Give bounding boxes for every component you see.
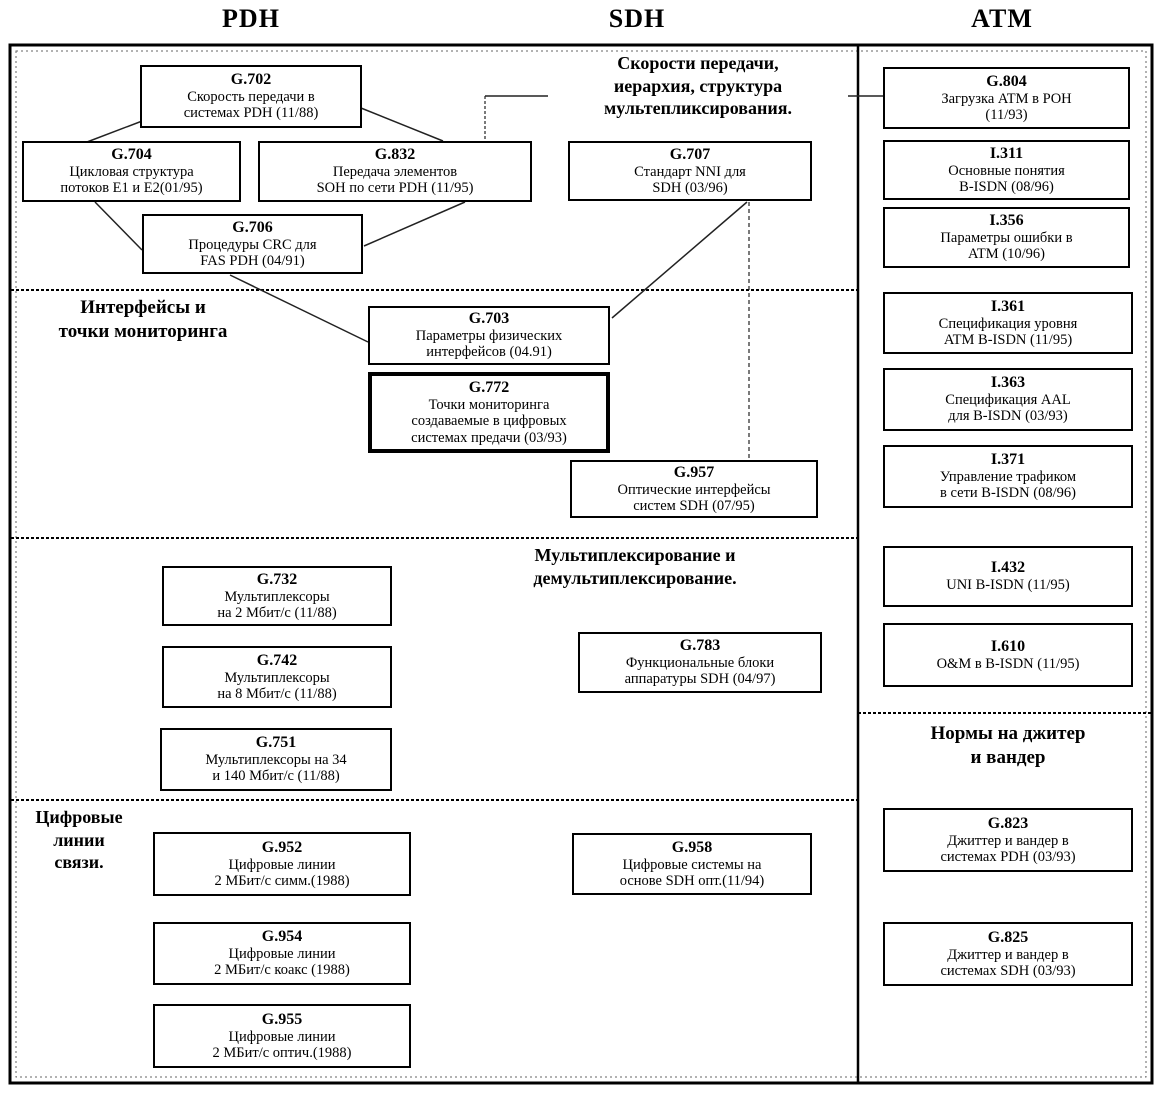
box-g832: G.832 Передача элементов SOH по сети PDH… bbox=[258, 141, 532, 202]
box-g772-title: G.772 bbox=[468, 379, 510, 397]
box-g804-title: G.804 bbox=[986, 72, 1027, 90]
box-i356: I.356 Параметры ошибки в ATM (10/96) bbox=[883, 207, 1130, 268]
box-i432-body: UNI B-ISDN (11/95) bbox=[946, 577, 1070, 594]
box-g707: G.707 Стандарт NNI для SDH (03/96) bbox=[568, 141, 812, 201]
box-g825-title: G.825 bbox=[987, 928, 1029, 946]
box-g702-title: G.702 bbox=[230, 71, 272, 89]
box-g783-body: Функциональные блоки аппаратуры SDH (04/… bbox=[624, 655, 776, 688]
box-g742-body: Мультиплексоры на 8 Мбит/с (11/88) bbox=[217, 669, 337, 702]
box-g955-body: Цифровые линии 2 МБит/с оптич.(1988) bbox=[212, 1028, 352, 1061]
box-g772-body: Точки мониторинга создаваемые в цифровых… bbox=[411, 397, 567, 446]
column-header-pdh: PDH bbox=[222, 4, 280, 33]
box-g823-body: Джиттер и вандер в системах PDH (03/93) bbox=[940, 832, 1076, 865]
box-g825: G.825 Джиттер и вандер в системах SDH (0… bbox=[883, 922, 1133, 986]
box-g704-title: G.704 bbox=[111, 146, 152, 164]
box-g742: G.742 Мультиплексоры на 8 Мбит/с (11/88) bbox=[162, 646, 392, 708]
box-g958-body: Цифровые системы на основе SDH опт.(11/9… bbox=[619, 856, 765, 889]
label-mux: Мультиплексирование и демультиплексирова… bbox=[533, 545, 737, 588]
box-g732-title: G.732 bbox=[256, 570, 298, 588]
wire-g832-g706 bbox=[363, 201, 466, 247]
box-i361-body: Спецификация уровня ATM B-ISDN (11/95) bbox=[938, 315, 1078, 348]
wire-g702-g704 bbox=[86, 117, 151, 143]
box-i371: I.371 Управление трафиком в сети B-ISDN … bbox=[883, 445, 1133, 508]
box-g954-title: G.954 bbox=[261, 928, 303, 946]
column-header-atm: ATM bbox=[971, 4, 1033, 33]
box-g703-title: G.703 bbox=[468, 310, 510, 328]
box-g952-body: Цифровые линии 2 МБит/с симм.(1988) bbox=[214, 856, 350, 889]
box-g742-title: G.742 bbox=[256, 651, 298, 669]
box-g706-body: Процедуры CRC для FAS PDH (04/91) bbox=[188, 236, 317, 269]
box-g751: G.751 Мультиплексоры на 34 и 140 Мбит/с … bbox=[160, 728, 392, 791]
box-g958-title: G.958 bbox=[671, 838, 713, 856]
box-i361: I.361 Спецификация уровня ATM B-ISDN (11… bbox=[883, 292, 1133, 354]
box-g704: G.704 Цикловая структура потоков E1 и E2… bbox=[22, 141, 241, 202]
box-g772: G.772 Точки мониторинга создаваемые в ци… bbox=[368, 372, 610, 453]
box-g954: G.954 Цифровые линии 2 МБит/с коакс (198… bbox=[153, 922, 411, 985]
box-g703-body: Параметры физических интерфейсов (04.91) bbox=[415, 328, 563, 361]
box-g783: G.783 Функциональные блоки аппаратуры SD… bbox=[578, 632, 822, 693]
box-g702-body: Скорость передачи в системах PDH (11/88) bbox=[183, 89, 319, 122]
box-i361-title: I.361 bbox=[990, 297, 1026, 315]
box-g832-body: Передача элементов SOH по сети PDH (11/9… bbox=[316, 164, 474, 197]
box-i311-body: Основные понятия B-ISDN (08/96) bbox=[948, 162, 1065, 195]
box-g957: G.957 Оптические интерфейсы систем SDH (… bbox=[570, 460, 818, 518]
box-g706: G.706 Процедуры CRC для FAS PDH (04/91) bbox=[142, 214, 363, 274]
box-g751-title: G.751 bbox=[255, 734, 297, 752]
box-g955: G.955 Цифровые линии 2 МБит/с оптич.(198… bbox=[153, 1004, 411, 1068]
label-norms: Нормы на джитер и вандер bbox=[930, 723, 1086, 768]
box-i432-title: I.432 bbox=[990, 559, 1026, 577]
box-g952: G.952 Цифровые линии 2 МБит/с симм.(1988… bbox=[153, 832, 411, 896]
box-g955-title: G.955 bbox=[261, 1010, 303, 1028]
box-g732: G.732 Мультиплексоры на 2 Мбит/с (11/88) bbox=[162, 566, 392, 626]
box-i610-body: O&M в B-ISDN (11/95) bbox=[936, 655, 1080, 672]
box-i356-title: I.356 bbox=[989, 212, 1024, 230]
box-g823: G.823 Джиттер и вандер в системах PDH (0… bbox=[883, 808, 1133, 872]
box-g704-body: Цикловая структура потоков E1 и E2(01/95… bbox=[60, 164, 203, 197]
box-i311: I.311 Основные понятия B-ISDN (08/96) bbox=[883, 140, 1130, 200]
box-g825-body: Джиттер и вандер в системах SDH (03/93) bbox=[940, 946, 1076, 979]
box-i356-body: Параметры ошибки в ATM (10/96) bbox=[940, 230, 1073, 263]
box-i432: I.432 UNI B-ISDN (11/95) bbox=[883, 546, 1133, 607]
wire-g702-g832 bbox=[355, 105, 444, 142]
inner-dotted-border bbox=[15, 50, 1147, 1078]
label-interfaces: Интерфейсы и точки мониторинга bbox=[58, 297, 228, 342]
box-g958: G.958 Цифровые системы на основе SDH опт… bbox=[572, 833, 812, 895]
box-g706-title: G.706 bbox=[232, 218, 273, 236]
wire-g704-g706 bbox=[94, 201, 143, 251]
box-g957-body: Оптические интерфейсы систем SDH (07/95) bbox=[617, 481, 771, 514]
box-i610: I.610 O&M в B-ISDN (11/95) bbox=[883, 623, 1133, 687]
box-g823-title: G.823 bbox=[987, 814, 1029, 832]
box-i371-title: I.371 bbox=[990, 451, 1026, 469]
box-g707-title: G.707 bbox=[669, 145, 711, 163]
column-header-sdh: SDH bbox=[608, 4, 666, 33]
box-i363-body: Спецификация AAL для B-ISDN (03/93) bbox=[945, 392, 1071, 425]
box-g732-body: Мультиплексоры на 2 Мбит/с (11/88) bbox=[217, 588, 337, 621]
box-g703: G.703 Параметры физических интерфейсов (… bbox=[368, 306, 610, 365]
box-g804-body: Загрузка ATM в POH (11/93) bbox=[941, 90, 1072, 123]
wire-g706-g703 bbox=[229, 274, 369, 343]
box-i610-title: I.610 bbox=[990, 637, 1026, 655]
box-i363-title: I.363 bbox=[990, 374, 1026, 392]
wire-g707-g703 bbox=[611, 201, 748, 319]
box-g783-title: G.783 bbox=[679, 637, 721, 655]
label-speeds: Скорости передачи, иерархия, структура м… bbox=[548, 52, 848, 120]
box-g707-body: Стандарт NNI для SDH (03/96) bbox=[634, 163, 746, 196]
label-digital-lines: Цифровые линии связи. bbox=[35, 807, 123, 872]
box-i363: I.363 Спецификация AAL для B-ISDN (03/93… bbox=[883, 368, 1133, 431]
box-g954-body: Цифровые линии 2 МБит/с коакс (1988) bbox=[214, 946, 350, 979]
outer-border bbox=[8, 43, 1154, 1085]
box-g804: G.804 Загрузка ATM в POH (11/93) bbox=[883, 67, 1130, 129]
box-g957-title: G.957 bbox=[673, 463, 715, 481]
box-g702: G.702 Скорость передачи в системах PDH (… bbox=[140, 65, 362, 128]
box-g751-body: Мультиплексоры на 34 и 140 Мбит/с (11/88… bbox=[205, 752, 347, 785]
box-g952-title: G.952 bbox=[261, 838, 303, 856]
box-g832-title: G.832 bbox=[374, 146, 416, 164]
box-i311-title: I.311 bbox=[989, 144, 1024, 162]
box-i371-body: Управление трафиком в сети B-ISDN (08/96… bbox=[939, 469, 1077, 502]
